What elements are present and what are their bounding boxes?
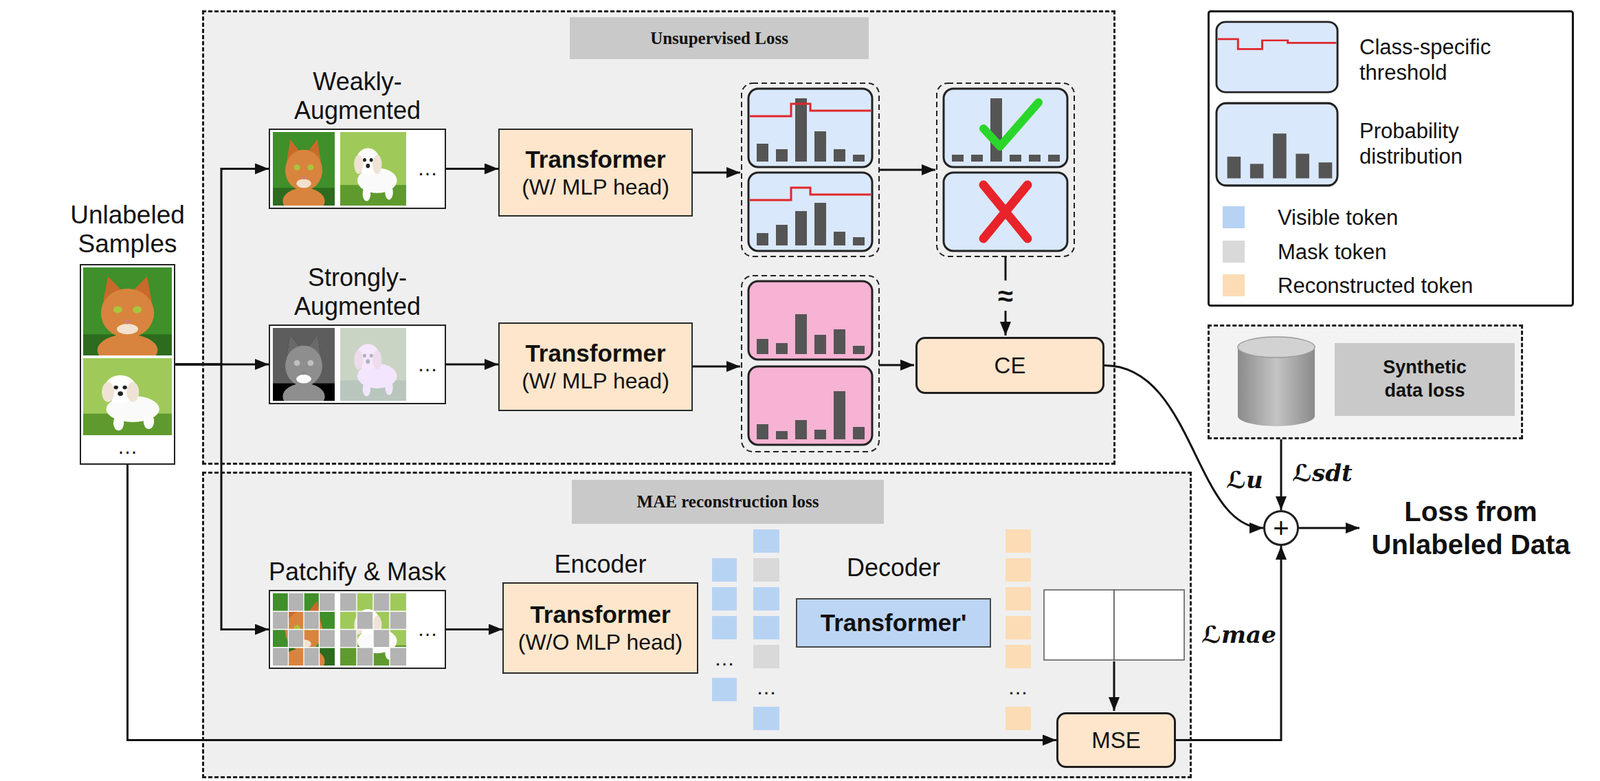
annotation-label: ≈ (995, 280, 1016, 311)
annotation-label: … (714, 648, 735, 669)
node-heading: Strongly- Augmented (264, 263, 451, 321)
loss-panel: MAE reconstruction lossPatchify & MaskEn… (202, 471, 1192, 779)
annotation-label: … (417, 618, 438, 640)
token-columns (712, 529, 1031, 730)
legend-swatch (1222, 240, 1245, 263)
node-body: Transformer(W/ MLP head) (499, 323, 692, 410)
encoder-box: EncoderTransformer(W/O MLP head) (502, 582, 699, 674)
annotation-label: … (417, 353, 438, 375)
connector (446, 628, 503, 631)
legend-label: Probability distribution (1359, 118, 1559, 170)
legend-label: Reconstructed token (1277, 272, 1473, 299)
panel-header: MAE reconstruction loss (571, 479, 884, 524)
legend-frame (1208, 11, 1574, 306)
probability-groups (741, 83, 1075, 452)
node-heading: Decoder (804, 553, 983, 582)
node-body: Transformer' (797, 599, 990, 647)
annotation-label: … (417, 158, 438, 179)
annotation-label: … (117, 436, 139, 458)
panel-fill (202, 10, 1524, 779)
connector (1280, 439, 1283, 510)
node-body: Transformer(W/O MLP head) (503, 583, 697, 673)
masked-images (268, 589, 447, 675)
node-heading: Encoder (511, 549, 691, 579)
legend-label: Visible token (1277, 204, 1398, 231)
weak-images (268, 128, 447, 215)
loss-symbol: ℒu (1226, 465, 1264, 495)
node-label: CE (994, 351, 1027, 380)
connector (1104, 365, 1264, 529)
loss-panel: Unsupervised LossWeakly- AugmentedTransf… (202, 10, 1116, 465)
node-body: MSE (1058, 714, 1174, 766)
database-cylinder (1237, 336, 1315, 427)
connector (446, 167, 499, 170)
annotation-label: … (756, 676, 777, 698)
loss-box: MSE (1056, 712, 1176, 768)
panel-header: Synthetic data loss (1334, 342, 1515, 416)
decoder-box: DecoderTransformer' (795, 597, 992, 648)
connector (127, 464, 1058, 741)
node-label: MSE (1091, 726, 1141, 754)
transformer-box: Transformer(W/ MLP head) (498, 322, 693, 411)
flow-arrows (692, 169, 1360, 711)
sum-circle: + (1263, 509, 1299, 546)
node-label: (W/O MLP head) (518, 628, 683, 655)
node-label: Transformer' (820, 608, 968, 638)
node-label: Transformer (525, 145, 666, 174)
connector (175, 169, 269, 365)
connector (446, 363, 499, 366)
panel-header: Unsupervised Loss (569, 17, 869, 60)
loss-symbol: ℒsdt (1292, 459, 1353, 488)
node-label: (W/ MLP head) (521, 367, 670, 394)
image-stack: Unlabeled Samples (79, 263, 176, 465)
legend-swatch (1222, 274, 1245, 297)
transformer-box: Transformer(W/ MLP head) (498, 128, 693, 217)
loss-symbol: ℒmae (1201, 620, 1277, 649)
node-label: Transformer (525, 338, 666, 368)
strong-images (268, 324, 447, 410)
node-label: Transformer (529, 600, 671, 629)
reconstructed-images (1043, 589, 1185, 668)
loss-box: CE (915, 336, 1105, 394)
node-body: + (1265, 512, 1297, 544)
connector (175, 364, 269, 630)
node-heading: Patchify & Mask (264, 557, 451, 586)
node-heading: Unlabeled Samples (45, 200, 211, 260)
node-heading: Weakly- Augmented (264, 67, 451, 125)
unlabeled-images (79, 263, 176, 465)
annotation-label: … (1007, 676, 1029, 698)
synthetic-loss-box: Synthetic data loss (1207, 324, 1524, 440)
legend-label: Class-specific threshold (1359, 34, 1559, 86)
output-label: Loss from Unlabeled Data (1367, 494, 1574, 561)
node-label: (W/ MLP head) (521, 173, 670, 200)
legend-swatch (1222, 206, 1245, 229)
node-body: Transformer(W/ MLP head) (499, 129, 692, 216)
node-label: + (1272, 514, 1289, 542)
legend-label: Mask token (1277, 239, 1387, 265)
node-body: CE (917, 338, 1103, 392)
